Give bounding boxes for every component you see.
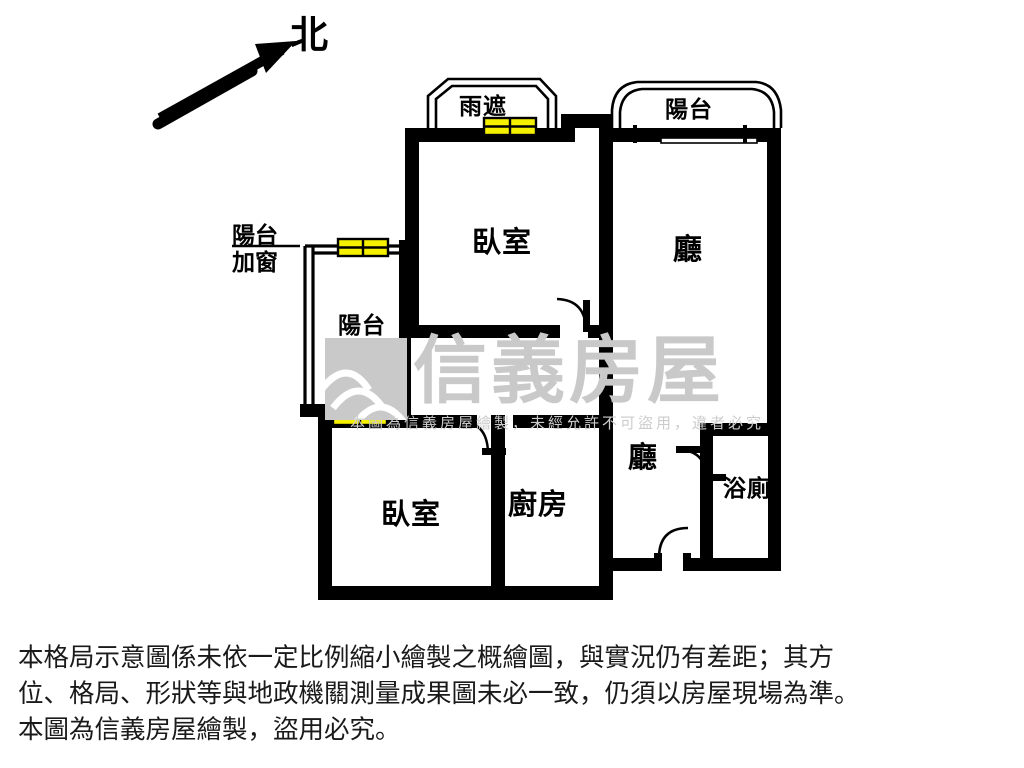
room-label-bathroom: 浴廁 [723, 475, 771, 502]
wall-bottom-hall-right [687, 558, 707, 571]
balcony-top-outline [610, 80, 783, 128]
door-bedroom-1 [551, 297, 590, 338]
wall-bedroom1-right [599, 128, 613, 338]
room-label-living-sub: 廳 [628, 440, 659, 474]
compass-label: 北 [290, 12, 329, 57]
wall-bedroom1-bottom-left [405, 325, 551, 338]
room-label-balcony-left: 陽台 [338, 312, 386, 339]
room-label-rain-shelter: 雨遮 [459, 93, 507, 120]
disclaimer-line-3: 本圖為信義房屋繪製，盜用必究。 [18, 715, 401, 746]
callout-line-2: 加窗 [232, 249, 278, 277]
wall-lower-top-right [513, 415, 613, 428]
door-kitchen [455, 415, 506, 455]
wall-group [232, 77, 783, 600]
room-label-kitchen: 廚房 [508, 487, 569, 521]
wall-right-upper [767, 128, 781, 328]
wall-bathroom-left [700, 423, 713, 571]
disclaimer-line-1: 本格局示意圖係未依一定比例縮小繪製之概繪圖，與實況仍有差距；其方 [18, 643, 835, 673]
door-entrance [654, 526, 691, 571]
disclaimer-line-2: 位、格局、形狀等與地政機關測量成果圖未必一致，仍須以房屋現場為準。 [18, 679, 860, 710]
rain-shelter-outline [426, 77, 558, 128]
window-balcony-upper [336, 237, 390, 258]
room-label-balcony-top: 陽台 [665, 96, 713, 123]
room-label-living-main: 廳 [673, 232, 704, 266]
window-rain-shelter [482, 116, 538, 137]
wall-bathroom-bottom [700, 558, 781, 571]
sliding-door-balcony-top [633, 125, 758, 144]
north-arrow-icon [152, 41, 296, 130]
room-label-bedroom-2: 臥室 [381, 497, 442, 531]
wall-lower-left [318, 415, 332, 600]
wall-lower-bottom [318, 586, 613, 600]
wall-kitchen-divider [491, 415, 505, 600]
callout-line-1: 陽台 [232, 222, 278, 249]
wall-right-mid [767, 328, 781, 423]
room-label-bedroom-1: 臥室 [472, 225, 533, 259]
callout-balcony-glazed: 陽台 加窗 [232, 222, 278, 276]
wall-bathroom-top [700, 423, 781, 436]
window-group [331, 116, 538, 427]
window-balcony-lower [331, 404, 389, 427]
wall-lower-right [599, 415, 613, 600]
door-bathroom [676, 446, 726, 481]
wall-bathroom-right [768, 423, 781, 571]
disclaimer-text: 本格局示意圖係未依一定比例縮小繪製之概繪圖，與實況仍有差距；其方 位、格局、形狀… [18, 640, 1010, 749]
wall-balcony-right [399, 240, 411, 420]
